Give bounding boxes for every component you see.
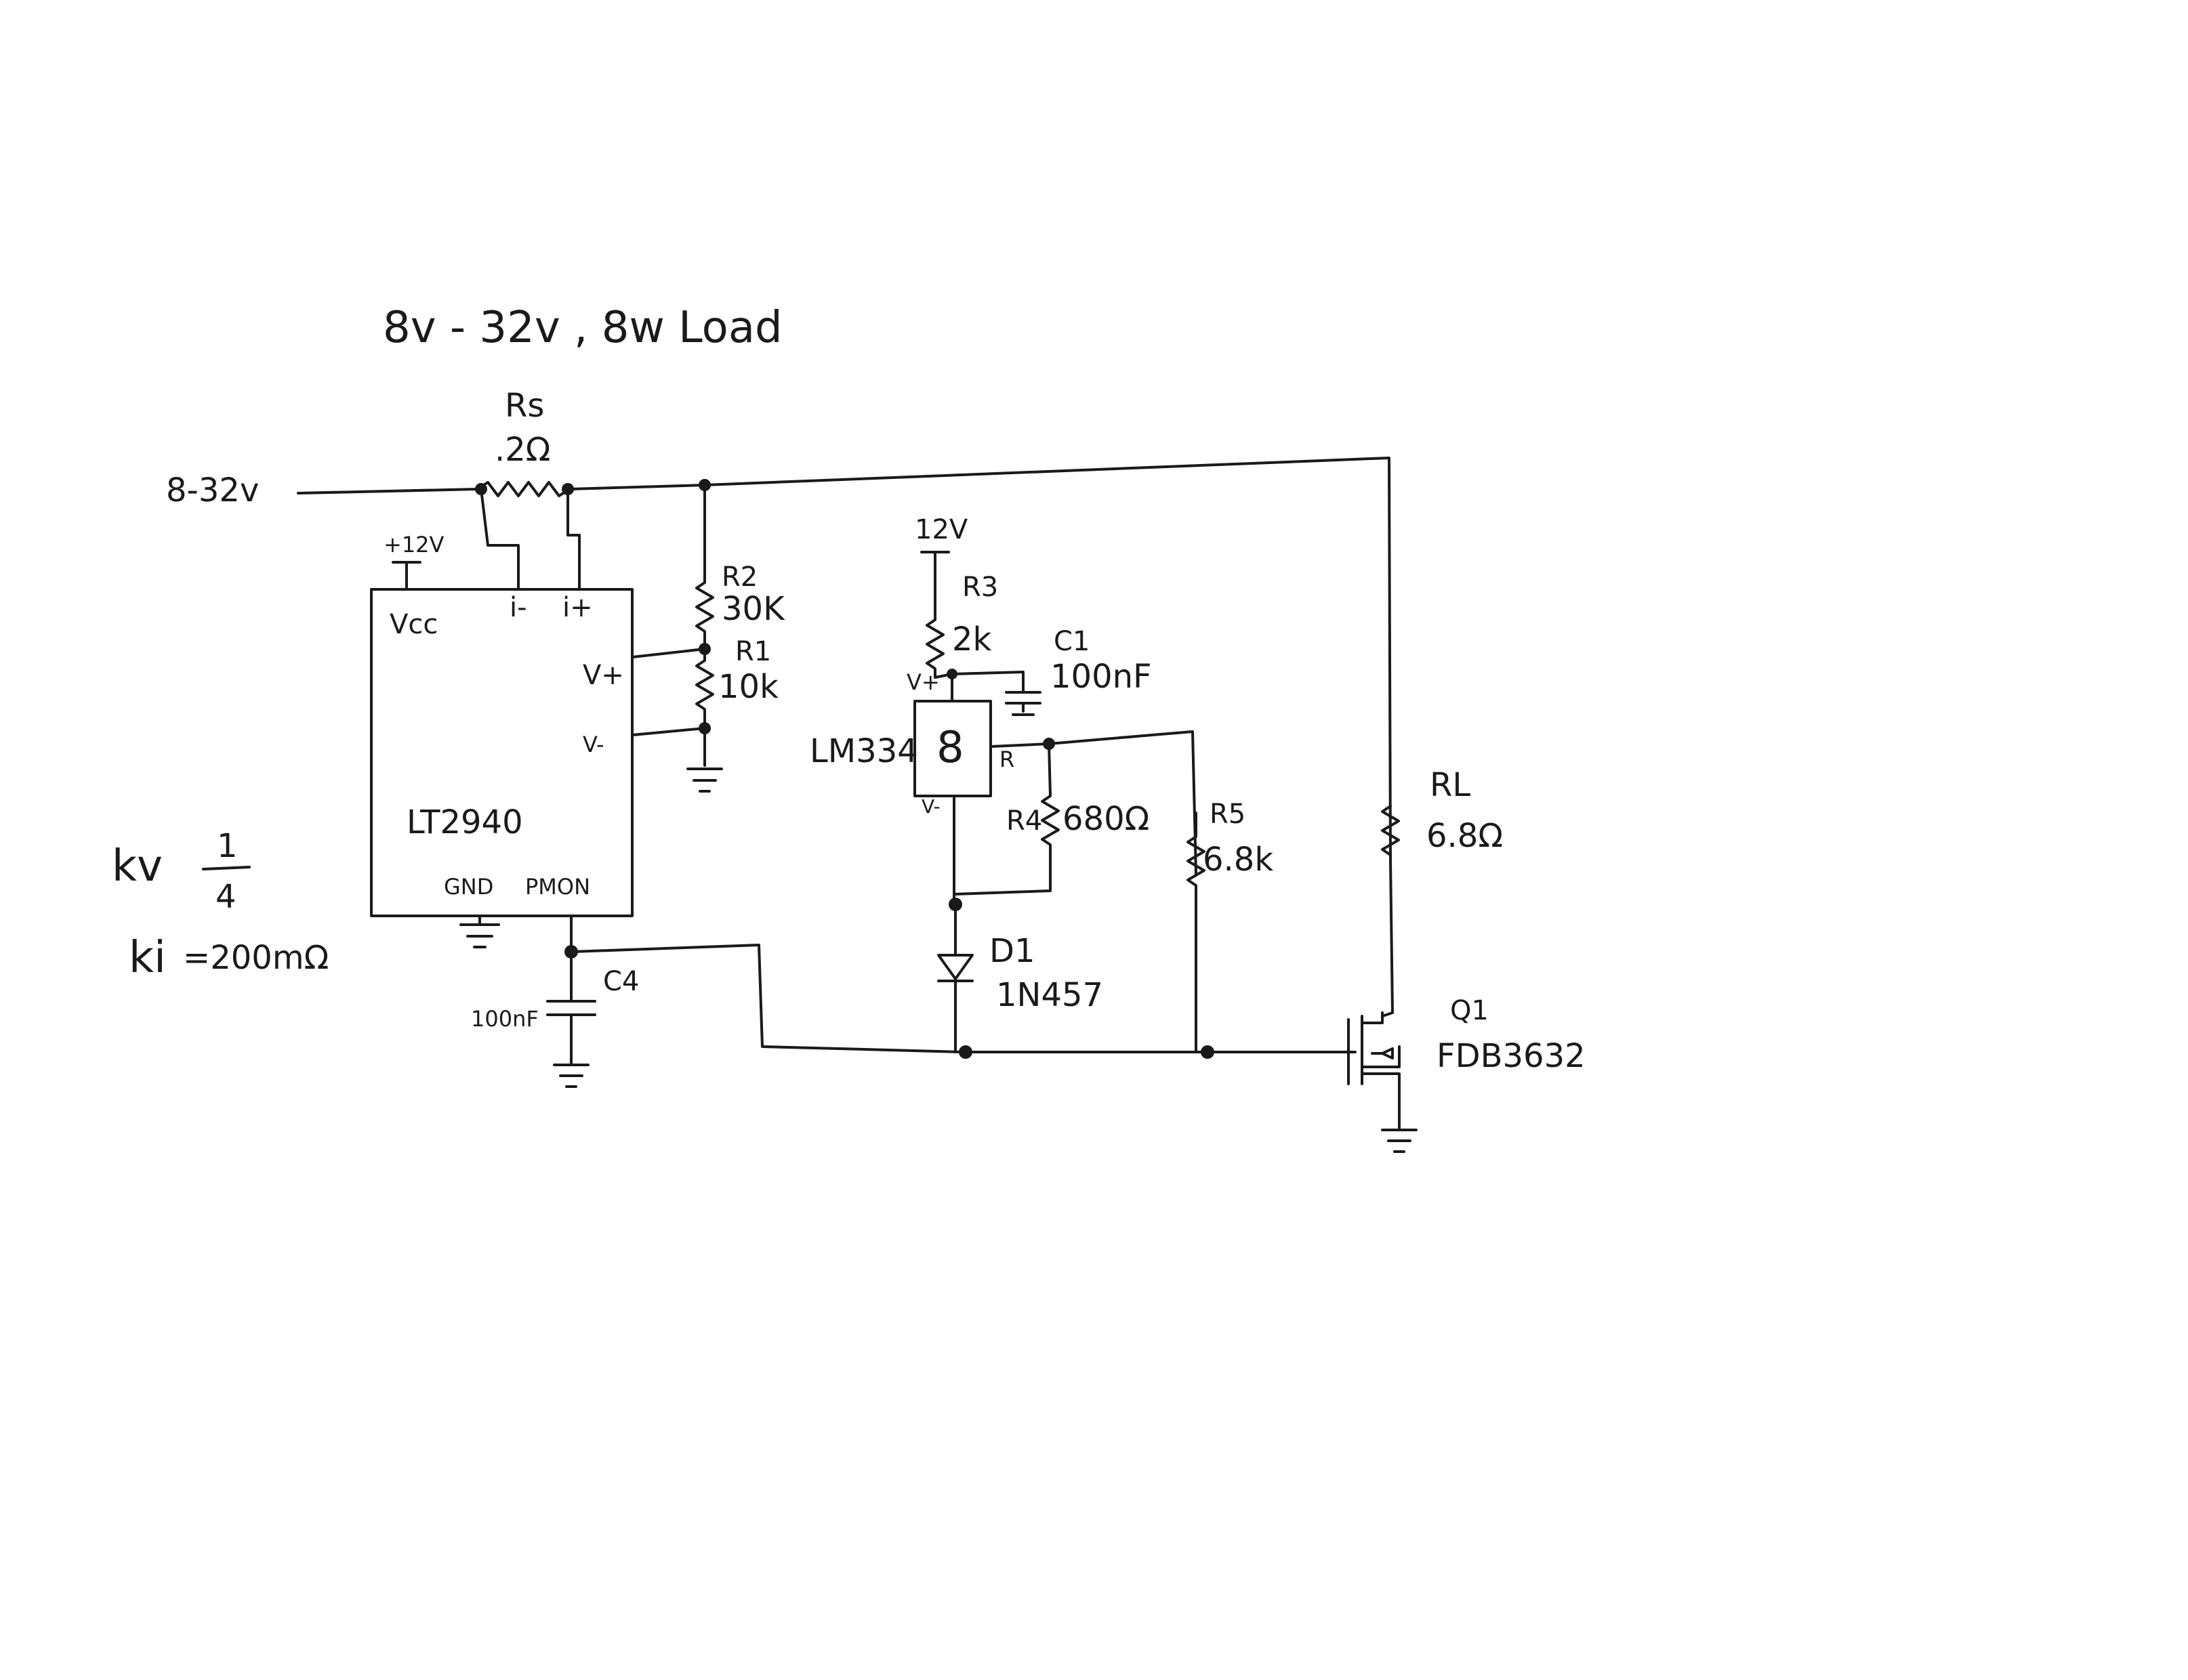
lt2940-pin-gnd: GND: [444, 874, 493, 900]
q1-ref: Q1: [1450, 995, 1489, 1026]
c1-capacitor: [1005, 691, 1041, 716]
q1-drain-source: [1361, 1011, 1401, 1112]
ki-label: ki: [129, 933, 166, 983]
kv-fraction-bar: [202, 866, 251, 870]
rl-value: 6.8Ω: [1426, 817, 1503, 855]
lt2940-supply-label: +12V: [384, 532, 445, 558]
input-rail-wire: [297, 488, 479, 495]
kv-label: kv: [112, 841, 163, 891]
junction-r5-bottom: [1201, 1045, 1214, 1059]
lt2940-pin-v-minus: V-: [583, 732, 604, 757]
kv-denominator: 4: [215, 878, 236, 916]
r3-resistor: [926, 612, 945, 679]
r5-value: 6.8k: [1203, 841, 1273, 879]
r4-resistor: [953, 742, 1060, 896]
r1-resistor: [695, 648, 714, 730]
rs-value: .2Ω: [495, 431, 550, 469]
junction-d1-bottom: [959, 1045, 972, 1059]
lm334-supply-symbol: [920, 551, 950, 614]
sense-lead-minus: [480, 488, 520, 591]
schematic-title: 8v - 32v , 8w Load: [383, 303, 783, 353]
r2-value: 30K: [722, 590, 785, 628]
lt2940-name: LT2940: [407, 803, 523, 841]
v-plus-wire: [631, 648, 706, 658]
d1-part: 1N457: [996, 976, 1103, 1014]
r1-gnd-symbol: [686, 768, 723, 793]
r1-ref: R1: [735, 636, 771, 667]
c4-value: 100nF: [471, 1006, 539, 1032]
r3-value: 2k: [952, 621, 992, 658]
rail-after-rs: [568, 457, 1392, 862]
rs-ref: Rs: [505, 387, 544, 425]
r2-resistor: [695, 484, 714, 648]
rl-ref: RL: [1430, 766, 1470, 804]
pmon-to-gate-wire: [570, 944, 1357, 1053]
rl-resistor: [1381, 805, 1400, 862]
lm334-vplus-wire: [934, 671, 1025, 702]
v-minus-wire: [631, 727, 706, 736]
sense-lead-plus: [566, 488, 581, 591]
lm334-r-wire: [989, 730, 1197, 875]
d1-diode: [937, 903, 974, 1053]
lt2940-gnd-symbol: [459, 915, 500, 948]
rl-drain-wire: [1381, 859, 1394, 1017]
r2-ref: R2: [722, 562, 758, 593]
r1-value: 10k: [718, 668, 779, 706]
q1-body-arrow: [1381, 1047, 1394, 1059]
r4-ref: R4: [1006, 805, 1042, 837]
lm334-supply-label: 12V: [915, 514, 968, 545]
c4-gnd-symbol: [553, 1064, 590, 1088]
lm334-pin-vminus: V-: [922, 795, 941, 818]
d1-ref: D1: [989, 932, 1035, 970]
r3-ref: R3: [962, 572, 998, 603]
kv-numerator: 1: [217, 827, 238, 865]
c1-ref: C1: [1054, 626, 1090, 657]
lt2940-supply-symbol: [392, 561, 421, 591]
q1-part: FDB3632: [1437, 1037, 1586, 1075]
r5-resistor: [1186, 812, 1205, 1053]
lt2940-pin-v-plus: V+: [583, 660, 624, 691]
lm334-pin-r: R: [999, 747, 1014, 772]
sense-resistor-rs: [476, 481, 571, 497]
lm334-pin-vplus: V+: [907, 669, 940, 695]
lm334-name: LM334: [810, 732, 918, 770]
lt2940-pin-pmon: PMON: [525, 874, 590, 900]
r5-ref: R5: [1210, 799, 1245, 830]
r4-value: 680Ω: [1062, 800, 1149, 838]
ki-value: =200mΩ: [183, 939, 329, 977]
input-voltage-label: 8-32v: [166, 471, 259, 509]
lt2940-pin-i-minus: i-: [510, 592, 527, 623]
lt2940-chip: [370, 588, 634, 917]
q1-gnd-symbol: [1381, 1129, 1418, 1153]
lm334-symbol: 8: [936, 723, 964, 773]
lt2940-pin-i-plus: i+: [562, 592, 593, 623]
c4-capacitor: [546, 950, 596, 1065]
c4-ref: C4: [603, 966, 639, 997]
c1-value: 100nF: [1050, 658, 1152, 696]
lt2940-pin-vcc: Vcc: [390, 609, 438, 640]
